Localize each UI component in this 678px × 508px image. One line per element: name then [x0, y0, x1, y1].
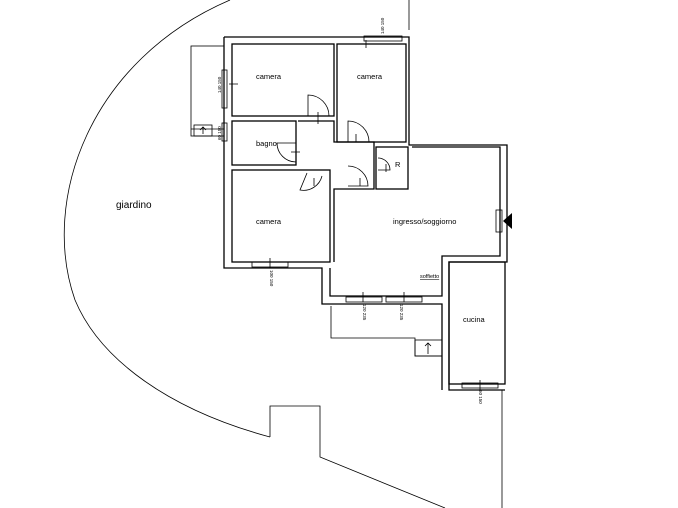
label-camera-bottom: camera: [256, 217, 282, 226]
door-camera-bottom: [299, 172, 323, 191]
steps-left: [193, 124, 213, 137]
dim-window-left-upper: 140 150: [217, 76, 222, 93]
door-bagno: [276, 142, 297, 163]
garden-boundary-bottom: [269, 405, 446, 508]
up-arrow-icon: [424, 342, 432, 354]
window-left-upper: [221, 69, 228, 109]
garden-label: giardino: [116, 200, 152, 211]
door-camera-tl: [307, 94, 330, 117]
door-hall: [347, 165, 369, 187]
window-soggiorno-right: [495, 209, 503, 233]
room-camera-top-right: [336, 43, 407, 143]
door-camera-tr: [347, 120, 370, 143]
label-soffietto: soffietto: [420, 274, 439, 280]
door-ripostiglio: [377, 157, 391, 171]
room-camera-bottom: [231, 169, 331, 263]
label-bagno: bagno: [256, 139, 277, 148]
window-top-right: [363, 35, 403, 42]
label-camera-top-right: camera: [357, 72, 383, 81]
entrance-arrow-icon: [503, 213, 512, 229]
dim-window-left-lower: 60 150: [217, 126, 222, 140]
label-ripostiglio: R: [395, 160, 401, 169]
cross-marks: [229, 40, 481, 390]
steps-balcony: [414, 339, 443, 357]
dim-window-top-right: 140 150: [380, 17, 385, 34]
room-ripostiglio: [375, 146, 409, 190]
window-left-lower: [221, 122, 228, 142]
dim-window-balcony-1: 120 235: [362, 304, 367, 321]
window-balcony-1: [345, 296, 383, 303]
balcony: [330, 306, 442, 357]
label-camera-top-left: camera: [256, 72, 282, 81]
living-inner: [329, 146, 501, 297]
room-cucina: [448, 261, 506, 385]
garden-boundary: [63, 0, 271, 438]
hall-walls: [298, 120, 375, 262]
dim-window-cucina: 60 150: [478, 390, 483, 404]
room-camera-top-left: [231, 43, 335, 117]
label-cucina: cucina: [463, 315, 486, 324]
dim-window-camera-bottom: 100 150: [269, 270, 274, 287]
label-soggiorno: ingresso/soggiorno: [393, 217, 456, 226]
outer-wall: [224, 36, 508, 391]
outer-wall-left: [223, 37, 443, 390]
dim-window-balcony-2: 120 235: [399, 304, 404, 321]
up-arrow-icon: [199, 126, 207, 134]
